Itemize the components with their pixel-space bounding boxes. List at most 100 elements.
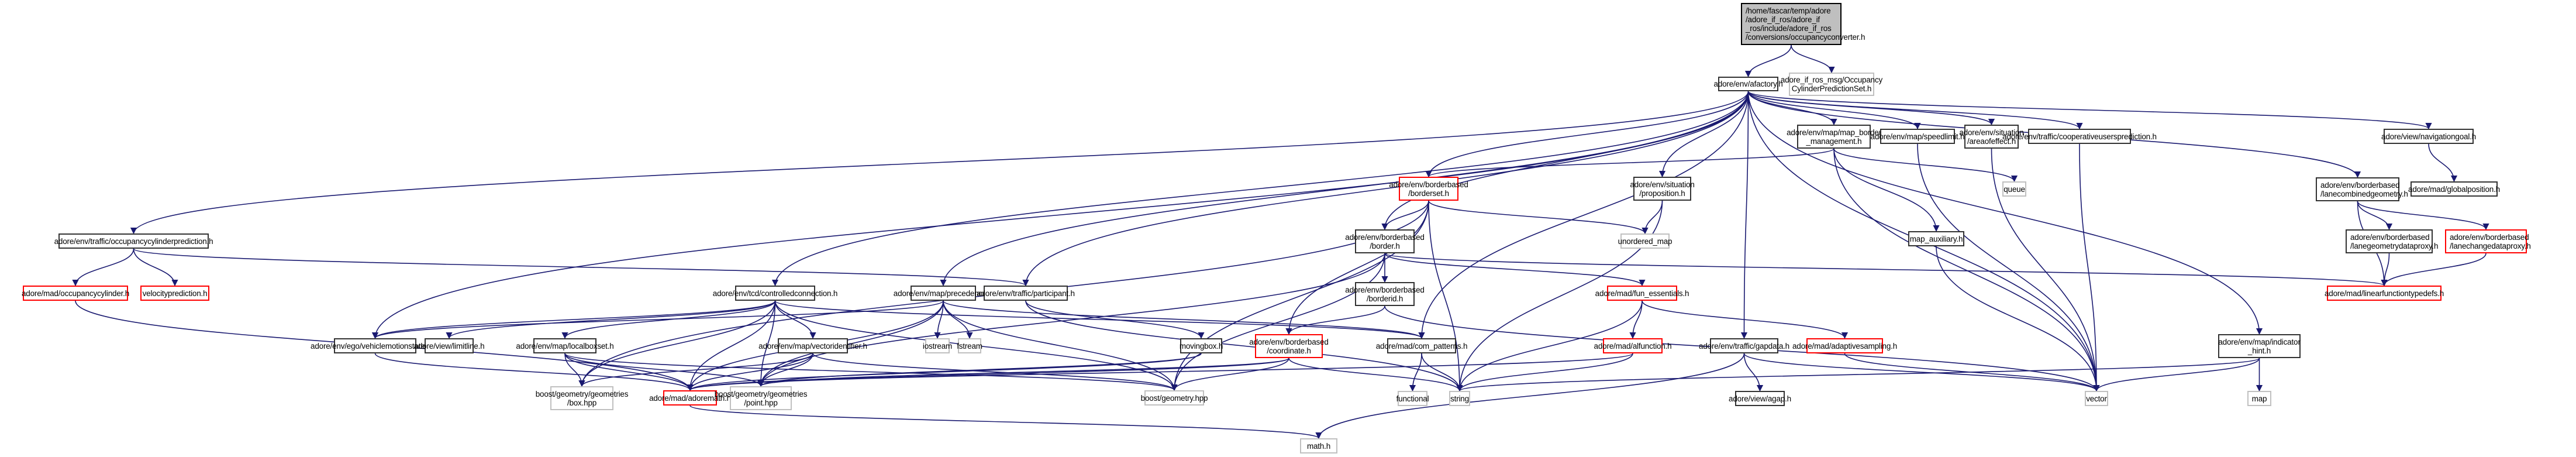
node-iostream[interactable]: iostream	[923, 338, 952, 353]
edge-border-to-fun_essentials	[1384, 253, 1646, 287]
node-navigationgoal[interactable]: adore/view/navigationgoal.h	[2381, 129, 2476, 144]
edge-controlledconnection-to-point_hpp	[757, 300, 776, 387]
edge-occ_cyl_pred-to-participant	[133, 248, 1029, 287]
edge-fun_essentials-to-string	[1456, 300, 1643, 392]
edge-map_border_mgmt-to-vector	[1833, 148, 2100, 392]
edge-afactory-to-gapdata	[1740, 91, 1749, 339]
edge-coordinate-to-point_hpp	[757, 358, 1289, 387]
edge-afactory-to-occ_cyl_pred	[130, 91, 1749, 235]
edge-borderset-to-string	[1428, 200, 1463, 392]
edge-vectoridentifier-to-adoremath	[687, 353, 813, 391]
node-fun-essentials[interactable]: adore/mad/fun_essentials.h	[1595, 286, 1689, 301]
node-cooperativeusersprediction[interactable]: adore/env/traffic/cooperativeuserspredic…	[2002, 129, 2157, 144]
edge-border-to-geometry_hpp	[1171, 253, 1385, 391]
edge-afactory-to-participant	[1022, 91, 1749, 287]
node-occupancycylinder[interactable]: adore/mad/occupancycylinder.h	[22, 286, 129, 301]
edge-afactory-to-proposition	[1658, 91, 1749, 178]
edge-afactory-to-controlledconnection	[772, 91, 1749, 287]
edge-precedence-to-vehiclemotionstate	[372, 300, 944, 339]
edge-localboxset-to-point_hpp	[564, 353, 764, 387]
node-occupancy-msg[interactable]: adore_if_ros_msg/Occupancy CylinderPredi…	[1781, 73, 1882, 96]
edge-localboxset-to-geometry_hpp	[564, 353, 1178, 391]
edge-gapdata-to-math	[1315, 353, 1745, 439]
node-root-occupancyconverter[interactable]: /home/fascar/temp/adore /adore_if_ros/ad…	[1741, 3, 1865, 45]
node-velocityprediction[interactable]: velocityprediction.h	[140, 286, 209, 301]
node-lanegeometrydataproxy[interactable]: adore/env/borderbased /lanegeometrydatap…	[2346, 229, 2438, 253]
node-controlledconnection[interactable]: adore/env/tcd/controlledconnection.h	[713, 286, 837, 301]
edge-gapdata-to-vector	[1743, 353, 2100, 392]
edge-map_border_mgmt-to-queue	[1833, 148, 2018, 183]
node-areaofeffect[interactable]: adore/env/situation /areaofeffect.h	[1959, 125, 2024, 149]
node-agap[interactable]: adore/view/agap.h	[1729, 391, 1791, 406]
node-occupancycylinderprediction[interactable]: adore/env/traffic/occupancycylinderpredi…	[54, 233, 213, 249]
node-lanechangedataproxy[interactable]: adore/env/borderbased /lanechangedatapro…	[2445, 229, 2531, 253]
node-vectoridentifier[interactable]: adore/env/map/vectoridentifier.h	[758, 338, 867, 353]
edge-afactory-to-speedlimit	[1747, 91, 1921, 130]
node-box-hpp[interactable]: boost/geometry/geometries /box.hpp	[536, 386, 628, 410]
node-localboxset[interactable]: adore/env/map/localboxset.h	[516, 338, 614, 353]
edge-coop_users-to-vector	[2079, 143, 2100, 392]
node-unordered-map[interactable]: unordered_map	[1618, 233, 1672, 249]
edge-coordinate-to-string	[1288, 358, 1463, 392]
node-vehiclemotionstate9d[interactable]: adore/env/ego/vehiclemotionstate9d.h	[311, 338, 440, 353]
node-participant[interactable]: adore/env/traffic/participant.h	[977, 286, 1075, 301]
edge-afactory-to-borderset	[1425, 91, 1749, 178]
edge-lanecombined-to-lanegeomproxy	[2357, 201, 2393, 231]
edge-gapdata-to-agap	[1743, 353, 1764, 392]
node-gapdata[interactable]: adore/env/traffic/gapdata.h	[1699, 338, 1789, 353]
node-com-patterns[interactable]: adore/mad/com_patterns.h	[1376, 338, 1467, 353]
edge-controlledconnection-to-adoremath	[687, 300, 776, 391]
node-border[interactable]: adore/env/borderbased /border.h	[1345, 229, 1425, 253]
edge-controlledconnection-to-vectoridentifier	[774, 300, 816, 339]
edge-movingbox-to-adoremath	[687, 353, 1202, 391]
node-globalposition[interactable]: adore/mad/globalposition.h	[2408, 181, 2500, 197]
edge-controlledconnection-to-limitline	[446, 300, 776, 339]
node-indicator-hint[interactable]: adore/env/map/indicator _hint.h	[2218, 334, 2301, 358]
node-map[interactable]: map	[2247, 391, 2271, 406]
edge-borderset-to-border	[1381, 200, 1429, 231]
edge-borderset-to-unordered_map	[1428, 200, 1649, 235]
node-map-border-management[interactable]: adore/env/map/map_border _management.h	[1787, 125, 1881, 149]
node-math-h[interactable]: math.h	[1300, 438, 1337, 453]
node-lanecombinedgeometry[interactable]: adore/env/borderbased /lanecombinedgeome…	[2316, 177, 2408, 201]
node-queue[interactable]: queue	[2002, 181, 2026, 197]
node-fstream[interactable]: fstream	[957, 338, 982, 353]
node-precedence[interactable]: adore/env/map/precedence.h	[894, 286, 993, 301]
edge-occ_cyl_pred-to-occ_cylinder	[72, 248, 135, 287]
edge-map_border_mgmt-to-borderset	[1425, 148, 1834, 178]
node-adoremath[interactable]: adore/mad/adoremath.h	[649, 390, 731, 406]
edge-vehiclemotionstate-to-adoremath	[374, 353, 694, 391]
node-coordinate[interactable]: adore/env/borderbased /coordinate.h	[1249, 334, 1329, 358]
edge-map_auxiliary-to-vector	[1936, 246, 2100, 392]
edge-afactory-to-map_border_mgmt	[1747, 91, 1837, 126]
node-limitline[interactable]: adore/view/limitline.h	[414, 338, 485, 353]
node-linearfunctiontypedefs[interactable]: adore/mad/linearfunctiontypedefs.h	[2325, 286, 2444, 301]
node-point-hpp[interactable]: boost/geometry/geometries /point.hpp	[715, 386, 807, 410]
node-vector[interactable]: vector	[2085, 391, 2108, 406]
edge-vectoridentifier-to-box_hpp	[578, 353, 813, 387]
edge-lanecombined-to-lanechangeproxy	[2357, 201, 2489, 231]
edge-participant-to-string	[1025, 300, 1463, 392]
node-geometry-hpp[interactable]: boost/geometry.hpp	[1141, 390, 1208, 406]
edge-afactory-to-coop_users	[1747, 91, 2083, 130]
node-functional[interactable]: functional	[1396, 391, 1429, 406]
node-proposition[interactable]: adore/env/situation /proposition.h	[1630, 177, 1695, 201]
node-string[interactable]: string	[1449, 391, 1470, 406]
edge-participant-to-movingbox	[1025, 300, 1205, 339]
node-movingbox[interactable]: movingbox.h	[1180, 338, 1223, 353]
edge-coordinate-to-geometry_hpp	[1171, 358, 1289, 391]
node-afactory[interactable]: adore/env/afactory.h	[1713, 77, 1783, 91]
edge-vectoridentifier-to-geometry_hpp	[812, 353, 1178, 391]
edge-controlledconnection-to-vehiclemotionstate	[372, 300, 776, 339]
node-speedlimit[interactable]: adore/env/map/speedlimit.h	[1871, 129, 1965, 144]
node-borderset[interactable]: adore/env/borderbased /borderset.h	[1389, 177, 1468, 201]
edge-precedence-to-geometry_hpp	[943, 300, 1178, 391]
node-adaptivesampling[interactable]: adore/mad/adaptivesampling.h	[1792, 338, 1897, 353]
node-alfunction[interactable]: adore/mad/alfunction.h	[1594, 338, 1672, 353]
node-map-auxiliary[interactable]: map_auxiliary.h	[1908, 231, 1964, 246]
node-borderid[interactable]: adore/env/borderbased /borderid.h	[1345, 282, 1425, 306]
edge-adoremath-to-math	[689, 405, 1322, 439]
edge-afactory-to-precedence	[940, 91, 1749, 287]
edge-map_border_mgmt-to-map_auxiliary	[1833, 148, 1940, 232]
